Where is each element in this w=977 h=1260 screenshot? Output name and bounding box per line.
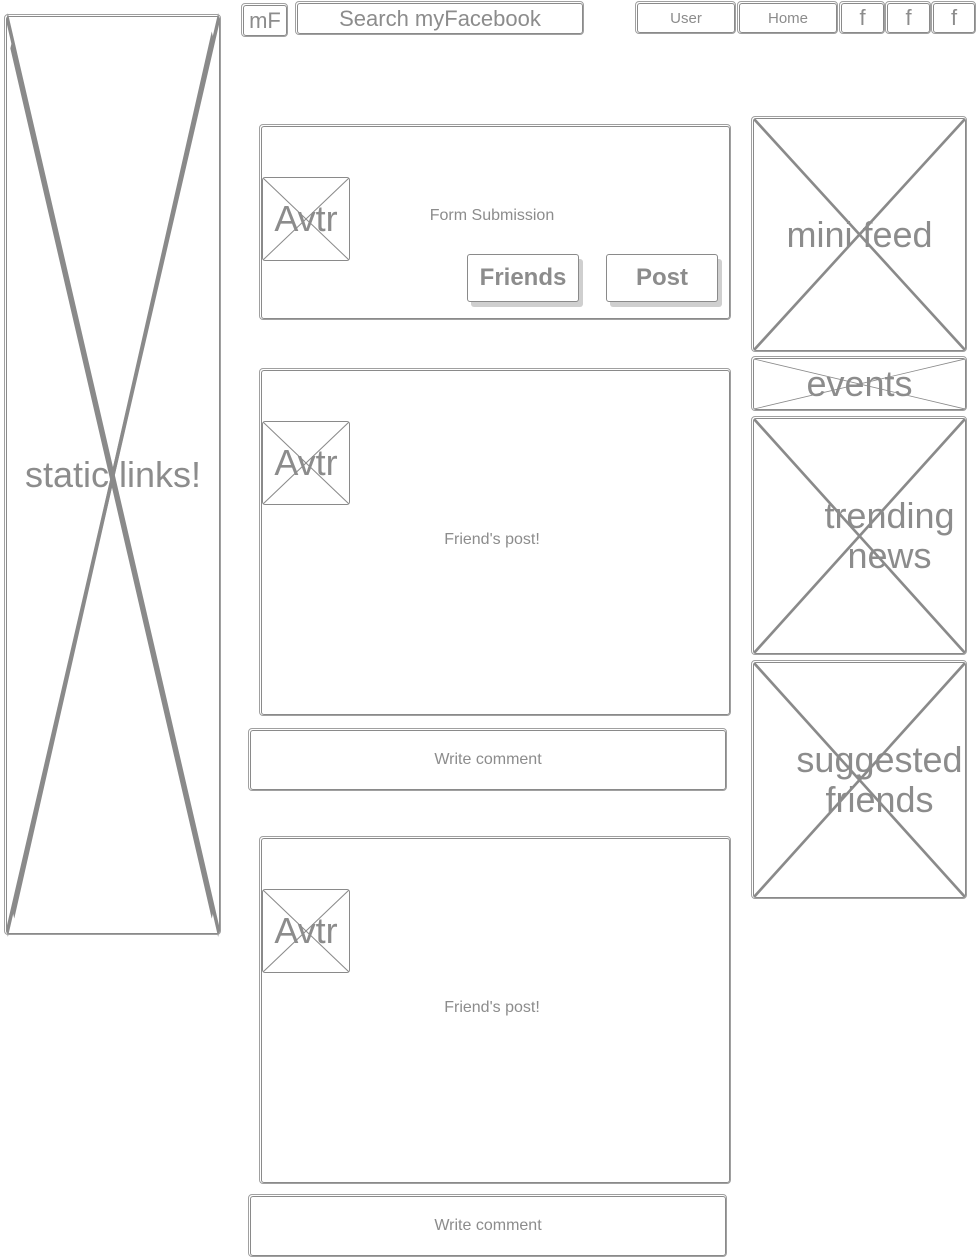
suggested-friends-placeholder: suggested friends bbox=[751, 660, 967, 899]
logo[interactable]: mF bbox=[241, 3, 288, 37]
user-button[interactable]: User bbox=[635, 1, 736, 34]
facebook-icon-2[interactable]: f bbox=[885, 1, 931, 34]
suggested-friends-label: suggested friends bbox=[796, 739, 963, 820]
mini-feed-label: mini feed bbox=[786, 213, 933, 255]
events-placeholder: events bbox=[751, 356, 967, 411]
avatar-cross-icon bbox=[262, 177, 350, 261]
static-links-label: static links! bbox=[24, 454, 202, 495]
avatar-cross-icon bbox=[262, 421, 350, 505]
composer-card: Avtr Form Submission Friends Post bbox=[259, 124, 731, 320]
post-text: Friend's post! bbox=[444, 531, 540, 548]
events-label: events bbox=[806, 363, 913, 404]
trending-news-placeholder: trending news bbox=[751, 416, 967, 655]
friends-button-label: Friends bbox=[479, 264, 567, 291]
comment-input[interactable]: Write comment bbox=[248, 728, 727, 791]
facebook-icon-glyph: f bbox=[950, 5, 958, 30]
facebook-icon-glyph: f bbox=[859, 5, 866, 30]
post-avatar: Avtr bbox=[262, 889, 350, 973]
comment-placeholder: Write comment bbox=[434, 1217, 542, 1234]
placeholder-cross-icon bbox=[753, 118, 966, 351]
facebook-icon-1[interactable]: f bbox=[839, 1, 885, 34]
comment-placeholder: Write comment bbox=[434, 751, 542, 768]
avatar-label: Avtr bbox=[274, 198, 338, 239]
logo-text: mF bbox=[249, 7, 281, 33]
trending-news-label: trending news bbox=[824, 495, 955, 576]
placeholder-cross-icon bbox=[753, 662, 966, 898]
avatar-label: Avtr bbox=[274, 442, 338, 483]
post-text: Friend's post! bbox=[444, 999, 540, 1016]
composer-avatar: Avtr bbox=[262, 177, 350, 261]
static-links-placeholder: static links! bbox=[4, 13, 221, 937]
mini-feed-placeholder: mini feed bbox=[751, 116, 967, 352]
post-card: Avtr Friend's post! bbox=[259, 836, 731, 1184]
avatar-cross-icon bbox=[262, 889, 350, 973]
comment-input[interactable]: Write comment bbox=[248, 1194, 727, 1257]
post-button-label: Post bbox=[635, 264, 688, 291]
placeholder-cross-icon bbox=[6, 13, 220, 937]
composer-form-label: Form Submission bbox=[429, 207, 555, 224]
post-button[interactable]: Post bbox=[606, 254, 718, 302]
post-card: Avtr Friend's post! bbox=[259, 368, 731, 716]
friends-button[interactable]: Friends bbox=[467, 254, 579, 302]
search-placeholder: Search myFacebook bbox=[339, 5, 541, 31]
post-avatar: Avtr bbox=[262, 421, 350, 505]
home-button[interactable]: Home bbox=[737, 1, 838, 34]
home-button-label: Home bbox=[767, 9, 808, 27]
placeholder-cross-icon bbox=[753, 358, 966, 410]
search-input[interactable]: Search myFacebook bbox=[295, 1, 584, 35]
user-button-label: User bbox=[670, 9, 702, 27]
avatar-label: Avtr bbox=[274, 910, 338, 951]
facebook-icon-glyph: f bbox=[905, 5, 912, 30]
facebook-icon-3[interactable]: f bbox=[931, 1, 976, 34]
placeholder-cross-icon bbox=[753, 418, 966, 654]
